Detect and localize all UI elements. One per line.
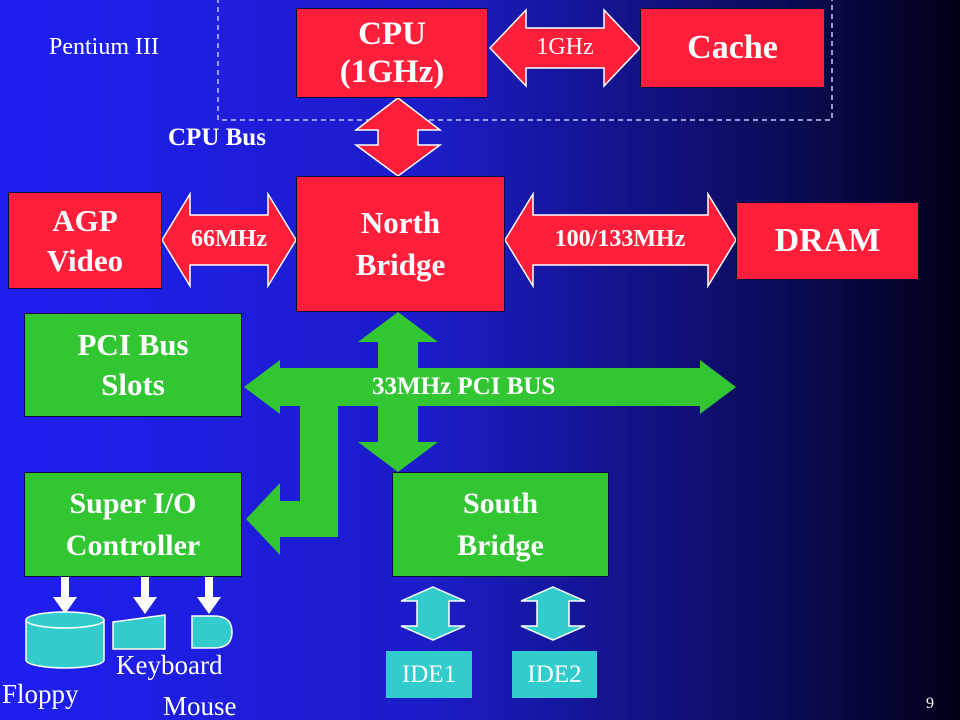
pci-slots-label-line2: Slots [101,367,165,402]
cpu-bus-label: CPU Bus [168,124,266,151]
floppy-label: Floppy [2,679,79,709]
mouse-label: Mouse [163,691,237,720]
keyboard-arrow [133,577,157,614]
mouse-icon [191,615,233,649]
pentium-label: Pentium III [49,34,159,60]
dram-bus-label: 100/133MHz [554,226,686,252]
south-bridge-label-line1: South [462,486,539,520]
keyboard-icon [112,614,166,650]
dram-block: DRAM [736,202,919,280]
floppy-arrow [53,577,77,614]
agp-label-line2: Video [46,242,124,278]
pci-slots-label-line1: PCI Bus [77,327,189,362]
pci-bus-arrow [244,312,736,555]
ide1-arrow [400,586,466,641]
ide2-block: IDE2 [512,651,597,698]
mouse-arrow [197,577,221,614]
agp-bus-label: 66MHz [191,226,267,252]
south-bridge-label-line2: Bridge [457,528,544,562]
page-number: 9 [926,695,934,712]
cache-label: Cache [687,29,778,66]
floppy-icon [25,611,105,669]
ide2-label: IDE2 [527,660,582,688]
north-bridge-block: North Bridge [296,176,505,312]
south-bridge-block: South Bridge [392,472,609,577]
agp-video-block: AGP Video [8,192,162,289]
cpu-cache-bus-label: 1GHz [536,34,594,60]
north-bridge-label-line1: North [360,205,441,240]
cpu-block: CPU (1GHz) [296,8,488,98]
super-io-label-line2: Controller [65,528,201,562]
cpu-label-line1: CPU [358,16,426,52]
super-io-label-line1: Super I/O [69,486,197,520]
ide1-block: IDE1 [386,651,472,698]
agp-label-line1: AGP [52,202,118,238]
ide1-label: IDE1 [401,660,457,688]
cache-block: Cache [640,8,825,88]
pci-slots-block: PCI Bus Slots [24,313,242,417]
pci-bus-label: 33MHz PCI BUS [372,373,556,400]
dram-label: DRAM [774,222,881,259]
cpu-label-line2: (1GHz) [339,54,445,90]
north-bridge-label-line2: Bridge [355,247,446,282]
super-io-block: Super I/O Controller [24,472,242,577]
cpu-bus-arrow [353,97,443,177]
ide2-arrow [520,586,586,641]
keyboard-label: Keyboard [116,650,223,680]
pentium-boundary [217,0,833,121]
